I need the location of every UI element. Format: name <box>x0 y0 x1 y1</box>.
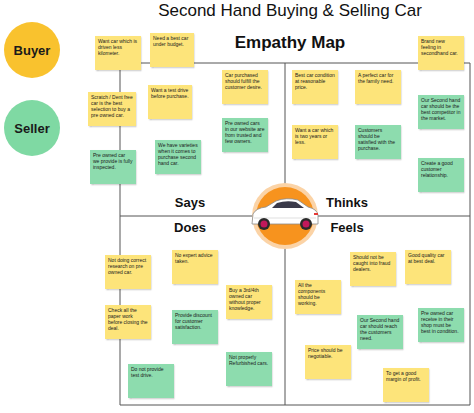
sticky-note: Scratch / Dent free car is the best sele… <box>88 92 136 126</box>
sticky-note: Want a car which is two years or less. <box>292 125 338 159</box>
legend-swatch: Seller <box>4 100 60 156</box>
note-text: Should not be caught into fraud dealers. <box>353 255 393 273</box>
sticky-note: Do not provide test drive. <box>128 364 174 398</box>
sticky-note: Need a best car under budget. <box>150 33 194 67</box>
sticky-note: Customers should be satisfied with the p… <box>355 125 401 159</box>
sticky-note: Not doing correct research on pre owned … <box>105 255 151 289</box>
sticky-note: Want car which is driven less kilometer. <box>95 36 141 70</box>
sticky-note: Pre owned car receive in their shop must… <box>418 308 464 342</box>
sticky-note: Car purchased should fulfill the custome… <box>222 70 268 104</box>
sticky-note: Pre owned cars in our website are from t… <box>222 118 268 152</box>
quadrant-label: Does <box>174 220 206 235</box>
sticky-note: Best car condition at reasonable price. <box>292 70 338 104</box>
note-text: Want a test drive before purchase. <box>151 88 189 100</box>
sticky-note: Should not be caught into fraud dealers. <box>350 252 396 286</box>
note-text: Brand new feeling in secondhand car. <box>421 39 461 57</box>
note-text: To get a good margin of profit. <box>386 371 426 383</box>
quadrant-label: Says <box>175 195 205 210</box>
sticky-note: Provide discount for customer satisfacti… <box>172 310 218 344</box>
sticky-note: Want a test drive before purchase. <box>148 85 192 119</box>
sticky-note: Buy a 3rd/4th owned car without proper k… <box>226 285 272 319</box>
note-text: We have varieties when it comes to purch… <box>158 143 198 167</box>
note-text: Best car condition at reasonable price. <box>295 73 335 91</box>
note-text: Check all the paper work before closing … <box>108 308 148 332</box>
quadrant-lines <box>120 63 470 405</box>
legend-label: Seller <box>14 121 49 136</box>
sticky-note: No expert advice taken. <box>172 250 218 284</box>
sticky-note: Price should be negotiable. <box>305 345 351 379</box>
sticky-note: Not properly Refurbished cars. <box>226 352 272 386</box>
sticky-note: Brand new feeling in secondhand car. <box>418 36 464 70</box>
note-text: Want a car which is two years or less. <box>295 128 335 146</box>
sticky-note: A perfect car for the family need. <box>355 70 401 104</box>
note-text: Our Second hand car should reach the cus… <box>360 318 400 342</box>
quadrant-label: Thinks <box>326 195 368 210</box>
sticky-note: Our Second hand car should be the best c… <box>418 95 464 129</box>
note-text: Pre owned cars in our website are from t… <box>225 121 265 145</box>
note-text: Scratch / Dent free car is the best sele… <box>91 95 133 119</box>
sticky-note: To get a good margin of profit. <box>383 368 429 402</box>
car-illustration <box>252 183 318 249</box>
note-text: Car purchased should fulfill the custome… <box>225 73 265 91</box>
note-text: Provide discount for customer satisfacti… <box>175 313 215 331</box>
note-text: A perfect car for the family need. <box>358 73 398 85</box>
note-text: Not properly Refurbished cars. <box>229 355 269 367</box>
note-text: No expert advice taken. <box>175 253 215 265</box>
sticky-note: We have varieties when it comes to purch… <box>155 140 201 174</box>
note-text: Do not provide test drive. <box>131 367 171 379</box>
sticky-note: All the components should be working. <box>295 280 341 314</box>
note-text: Pre owned car we provide is fully inspec… <box>93 153 133 171</box>
note-text: All the components should be working. <box>298 283 338 307</box>
quadrant-label: Feels <box>330 220 363 235</box>
note-text: Create a good customer relationship. <box>421 161 461 179</box>
note-text: Good quality car at best deal. <box>408 253 448 265</box>
title: Second Hand Buying & Selling Car <box>158 1 422 21</box>
note-text: Buy a 3rd/4th owned car without proper k… <box>229 288 269 312</box>
legend-label: Buyer <box>14 43 51 58</box>
note-text: Pre owned car receive in their shop must… <box>421 311 461 335</box>
note-text: Want car which is driven less kilometer. <box>98 39 138 57</box>
sticky-note: Good quality car at best deal. <box>405 250 451 284</box>
legend-swatch: Buyer <box>4 22 60 78</box>
note-text: Our Second hand car should be the best c… <box>421 98 461 122</box>
note-text: Need a best car under budget. <box>153 36 191 48</box>
sticky-note: Our Second hand car should reach the cus… <box>357 315 403 349</box>
note-text: Price should be negotiable. <box>308 348 348 360</box>
sticky-note: Create a good customer relationship. <box>418 158 464 192</box>
note-text: Not doing correct research on pre owned … <box>108 258 148 276</box>
sticky-note: Check all the paper work before closing … <box>105 305 151 339</box>
note-text: Customers should be satisfied with the p… <box>358 128 398 152</box>
sticky-note: Pre owned car we provide is fully inspec… <box>90 150 136 184</box>
map-heading: Empathy Map <box>235 33 346 53</box>
